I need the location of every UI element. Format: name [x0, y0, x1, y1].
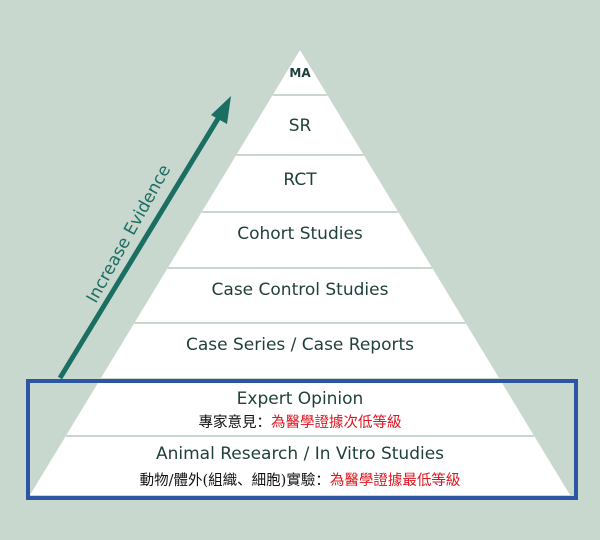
increase-evidence-arrow [57, 96, 231, 380]
tier-ma-label: MA [289, 66, 311, 80]
tier-case-control-label: Case Control Studies [211, 280, 389, 300]
expert-opinion-note-prefix: 專家意見： [198, 415, 272, 431]
tier-case-series-label: Case Series / Case Reports [185, 335, 415, 355]
arrow-shaft [57, 115, 222, 380]
arrow-head [211, 96, 231, 124]
tier-rct-label: RCT [283, 170, 317, 190]
tier-sr-label: SR [288, 116, 312, 136]
animal-research-note-prefix: 動物/體外(組織、細胞)實驗： [139, 473, 330, 489]
animal-research-note: 動物/體外(組織、細胞)實驗：為醫學證據最低等級 [0, 469, 600, 490]
animal-research-note-highlight: 為醫學證據最低等級 [329, 473, 461, 489]
tier-cohort-label: Cohort Studies [237, 224, 363, 244]
expert-opinion-note-highlight: 為醫學證據次低等級 [271, 415, 402, 431]
lowest-evidence-highlight-box [26, 379, 578, 500]
tier-expert-opinion-label: Expert Opinion [236, 389, 364, 409]
expert-opinion-note: 專家意見：為醫學證據次低等級 [0, 411, 600, 432]
pyramid-shape [30, 50, 570, 495]
tier-animal-research-label: Animal Research / In Vitro Studies [155, 444, 445, 464]
